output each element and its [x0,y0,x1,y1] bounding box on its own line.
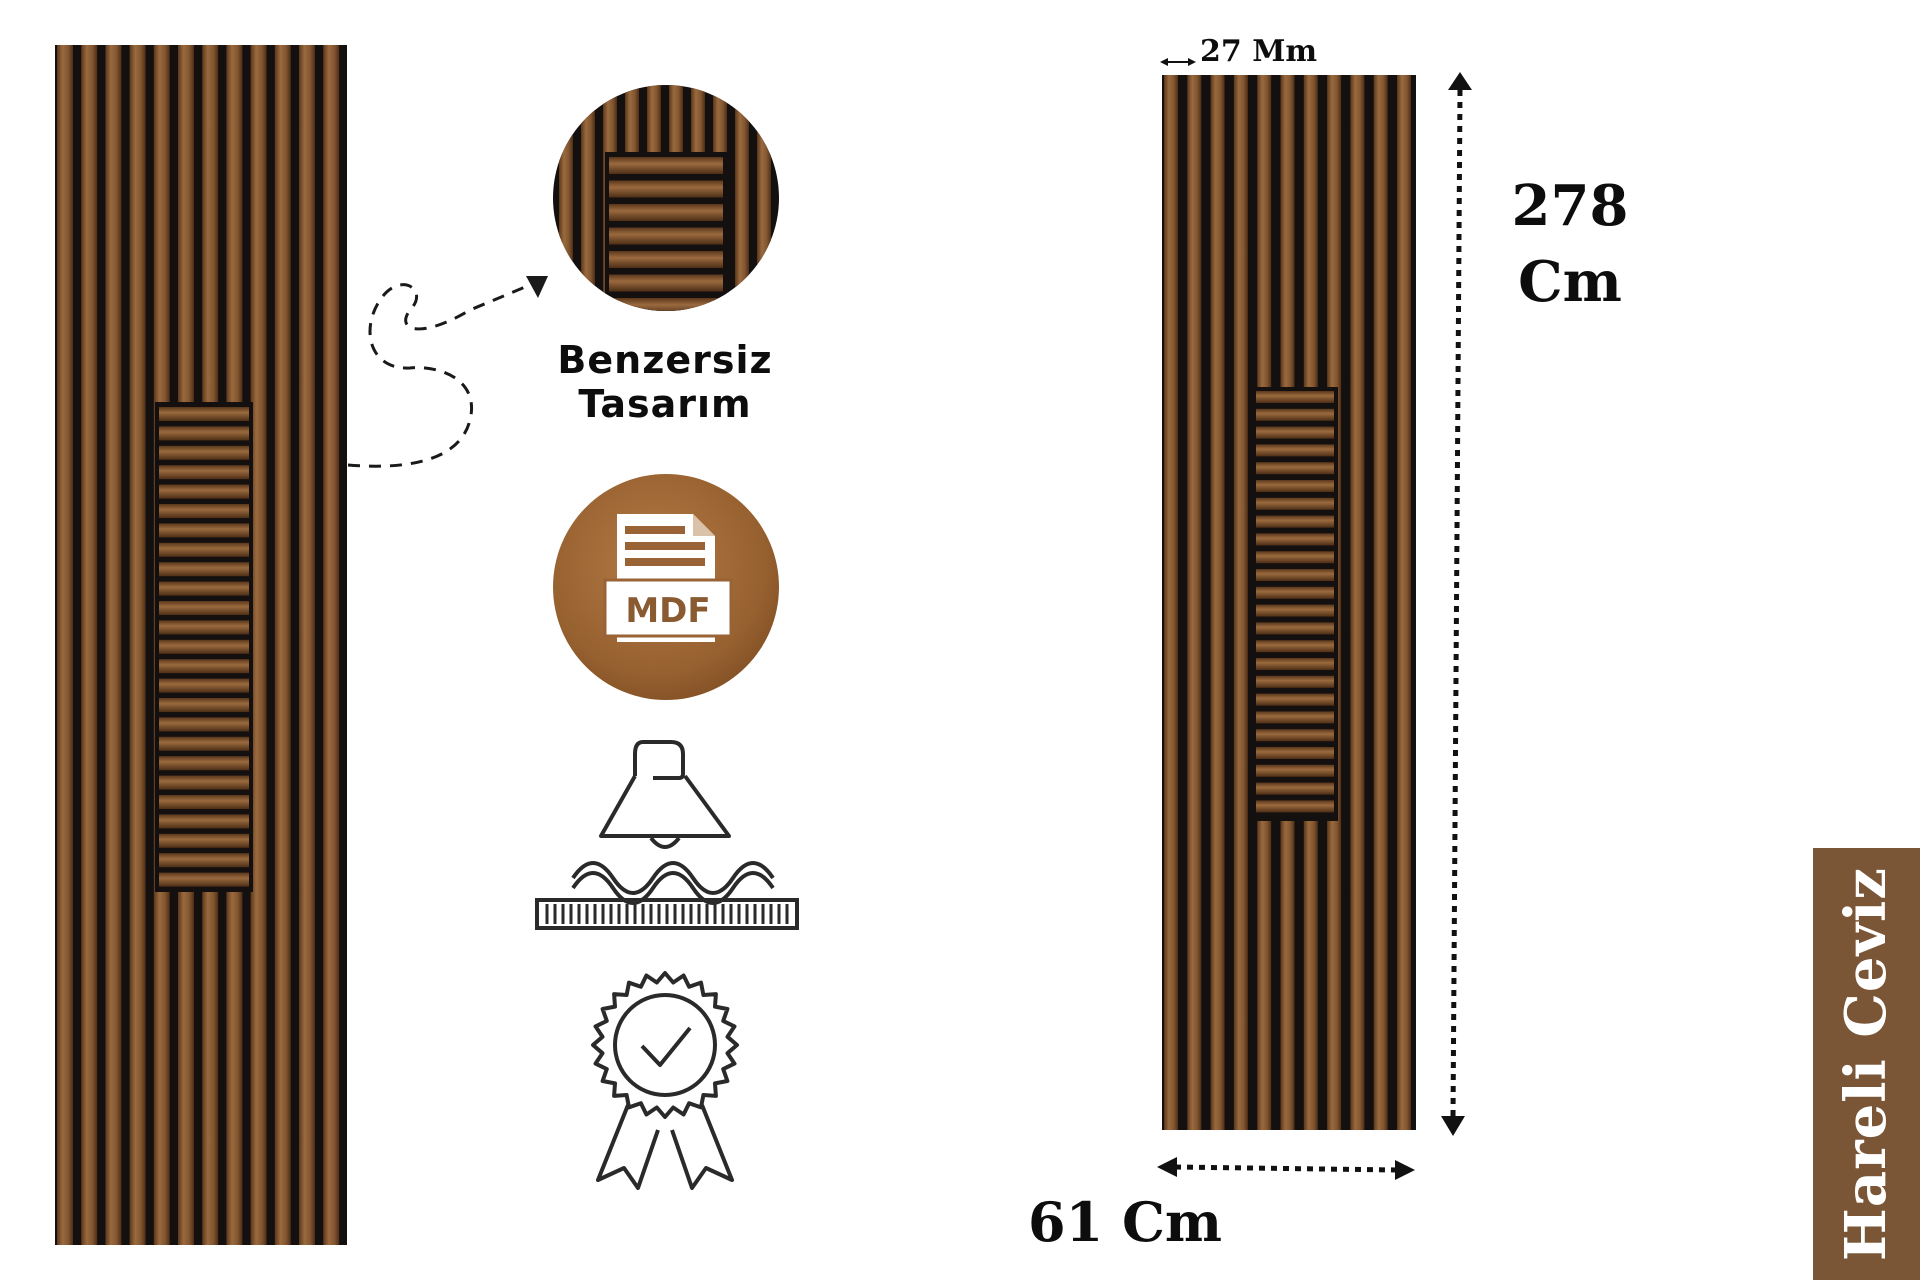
panel-dimensioned [1162,75,1416,1130]
wood-slat-horizontal [159,581,249,596]
wood-slat-horizontal [159,639,249,654]
wood-slat-horizontal [609,204,723,221]
wood-slat-horizontal [159,426,249,441]
wood-slat-horizontal [1256,480,1334,492]
wood-slat-horizontal [1256,711,1334,724]
wood-slat [81,45,98,1245]
wood-slat-horizontal [1256,782,1334,795]
wood-slat-horizontal [159,756,249,771]
height-unit: Cm [1518,249,1622,315]
wood-slat [1373,75,1388,1130]
wood-slat [250,45,267,1245]
wood-slat-horizontal [159,445,249,460]
dashed-arrow-connector [340,270,560,470]
wood-slat-horizontal [159,407,249,421]
height-label: 278 Cm [1490,168,1650,320]
wood-slat [274,45,291,1245]
wood-slat-horizontal [159,795,249,809]
wood-slat-horizontal [1256,533,1334,546]
wood-slat-horizontal [1256,622,1334,635]
wood-slat-horizontal [159,620,249,635]
wood-slat-horizontal [1256,444,1334,457]
color-name-tag: Hareli Ceviz [1813,848,1920,1280]
height-value: 278 [1511,173,1629,239]
wood-slat [105,45,122,1245]
wood-slat-horizontal [1256,515,1334,528]
quality-badge-icon [590,970,740,1190]
wood-slat-horizontal [609,157,723,174]
wood-slat [735,85,749,311]
wood-slat-horizontal [1256,764,1334,777]
wood-slat-horizontal [1256,391,1334,403]
wood-slat-horizontal [1256,800,1334,813]
wood-slat-horizontal [609,180,723,198]
wood-slat [559,85,573,311]
wood-slat-horizontal [159,659,249,674]
wood-slat-horizontal [159,833,249,848]
panel-front-large [55,45,347,1245]
width-dimension-arrow [1155,1155,1417,1185]
wood-slat-horizontal [159,698,249,712]
wood-slat [1350,75,1365,1130]
wood-slat-horizontal [1256,675,1334,688]
wood-slat-horizontal [159,542,249,557]
wood-slat-horizontal [159,484,249,499]
wood-slat-horizontal [159,736,249,751]
color-name-label: Hareli Ceviz [1833,866,1899,1262]
wood-slat-horizontal [1256,693,1334,706]
wood-slat [1210,75,1225,1130]
wood-slat [323,45,340,1245]
wood-slat-horizontal [159,504,249,518]
wood-slat-horizontal [159,717,249,732]
mdf-file-icon: MDF [553,474,779,700]
wood-slat-horizontal [159,562,249,577]
design-label-line1: Benzersiz [557,338,773,382]
design-detail-icon [553,85,779,311]
wood-slat [757,85,771,311]
wood-slat-horizontal [1256,569,1334,581]
wood-slat-horizontal [609,298,723,311]
wood-slat-horizontal [159,678,249,693]
wood-slat [1187,75,1202,1130]
wood-slat-horizontal [159,601,249,615]
wood-slat-horizontal [1256,640,1334,653]
wood-slat [1233,75,1248,1130]
width-label: 61 Cm [1028,1190,1223,1254]
wood-slat-horizontal [1256,408,1334,421]
wood-slat [57,45,73,1245]
wood-slat-horizontal [159,523,249,538]
acoustic-lamp-icon [533,738,803,934]
wood-slat-horizontal [159,853,249,868]
wood-slat-horizontal [1256,658,1334,670]
wood-slat-horizontal [609,274,723,292]
wood-slat-horizontal [1256,747,1334,759]
wood-slat-horizontal [159,814,249,829]
panel-large-svg [55,45,347,1245]
mdf-label: MDF [625,591,710,631]
wood-slat [581,85,595,311]
wood-slat-horizontal [1256,586,1334,599]
design-label-line2: Tasarım [578,382,752,426]
wood-slat-horizontal [1256,604,1334,617]
wood-slat [1164,75,1178,1130]
wood-slat [1397,75,1411,1130]
wood-slat [299,45,315,1245]
design-label: Benzersiz Tasarım [520,338,810,426]
wood-slat-horizontal [159,465,249,480]
wood-slat-horizontal [1256,729,1334,742]
wood-slat-horizontal [159,872,249,887]
wood-slat-horizontal [609,227,723,245]
slat-width-label: 27 Mm [1200,34,1318,69]
panel-dimensioned-svg [1162,75,1416,1130]
wood-slat-horizontal [1256,497,1334,510]
wood-slat-horizontal [1256,462,1334,475]
wood-slat-horizontal [1256,426,1334,439]
slat-width-dimension: 27 Mm [1158,32,1338,72]
wood-slat-horizontal [1256,551,1334,564]
wood-slat [129,45,146,1245]
wood-slat-horizontal [609,251,723,268]
wood-slat-horizontal [159,775,249,790]
height-dimension-arrow [1440,70,1480,1140]
